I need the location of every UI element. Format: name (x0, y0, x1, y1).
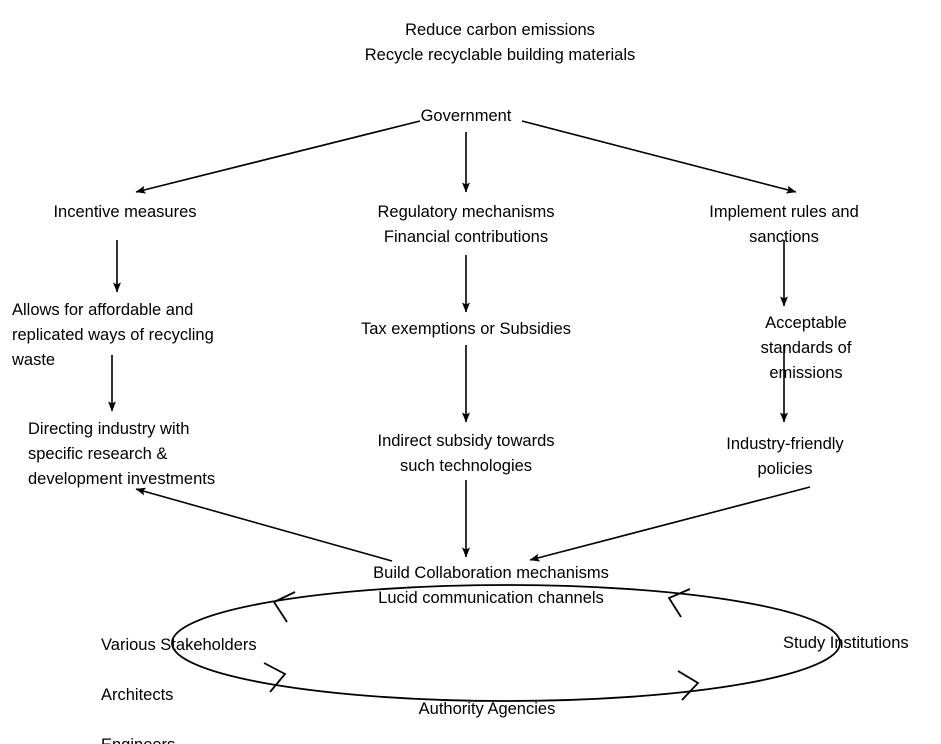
arrow-industry-policies-to-hub (529, 486, 811, 562)
node-directing-industry-research: Directing industry with specific researc… (28, 420, 216, 488)
node-acceptable-standards-emissions: Acceptable standards of emissions (760, 314, 852, 382)
node-build-collaboration-hub: Build Collaboration mechanisms Lucid com… (373, 564, 609, 607)
arrow-hub-to-directing (135, 487, 393, 562)
cycle-label-study-institutions: Study Institutions (783, 634, 909, 652)
node-indirect-subsidy: Indirect subsidy towards such technologi… (377, 432, 555, 475)
collaboration-cycle-ellipse (171, 584, 841, 702)
node-tax-exemptions-subsidies: Tax exemptions or Subsidies (360, 320, 572, 338)
node-allows-affordable-recycling: Allows for affordable and replicated way… (12, 301, 214, 369)
arrow-government-to-implement (521, 120, 797, 194)
node-implement-rules-sanctions: Implement rules and sanctions (709, 203, 859, 246)
node-regulatory-financial: Regulatory mechanisms Financial contribu… (377, 203, 555, 246)
cycle-arrowhead-top-left (272, 591, 296, 623)
list-item: Architects (101, 686, 174, 704)
list-item: Engineers (101, 733, 257, 744)
cycle-arrowhead-top-right (667, 588, 691, 618)
cycle-stakeholders-list: Various Stakeholders Architects Engineer… (101, 608, 257, 744)
node-incentive-measures: Incentive measures (53, 203, 197, 221)
cycle-label-authority-agencies: Authority Agencies (418, 700, 556, 718)
cycle-arrowhead-bottom-left (263, 662, 287, 693)
arrow-government-to-incentive (135, 120, 421, 194)
node-government: Government (420, 107, 512, 125)
diagram-title: Reduce carbon emissions Recycle recyclab… (364, 21, 636, 64)
node-industry-friendly-policies: Industry-friendly policies (726, 435, 844, 478)
cycle-arrowhead-bottom-right (677, 670, 700, 701)
list-item: Various Stakeholders (101, 636, 257, 654)
